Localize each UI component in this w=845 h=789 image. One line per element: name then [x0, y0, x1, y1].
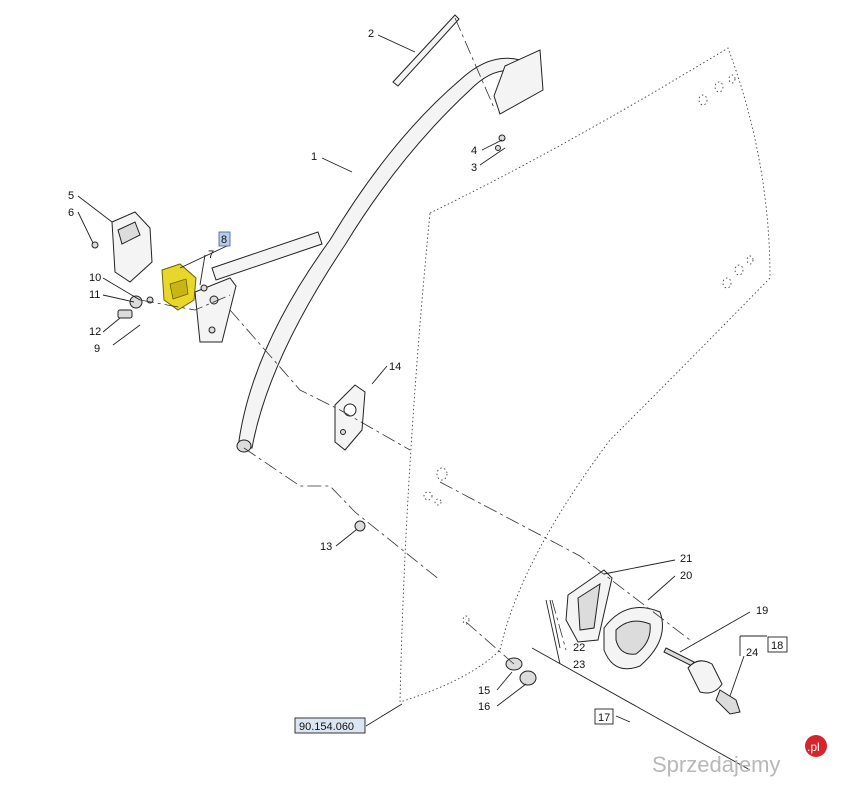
- callout-22: 22: [573, 642, 585, 654]
- callout-24: 24: [746, 647, 758, 659]
- callout-16: 16: [478, 701, 490, 713]
- callout-8-highlight: [218, 231, 231, 247]
- lock-plate: [194, 277, 237, 343]
- callout-17: 17: [598, 712, 610, 724]
- glass-holes-upper: [423, 74, 754, 625]
- callout-21: 21: [680, 553, 692, 565]
- reference-code-box: [294, 717, 366, 734]
- watermark-suffix: .pl: [807, 740, 820, 754]
- callout-11: 11: [89, 289, 100, 301]
- watermark-text: Sprzedajemy: [652, 752, 780, 777]
- callout-5: 5: [68, 190, 74, 202]
- callout-20: 20: [680, 570, 692, 582]
- key: [715, 689, 741, 715]
- callout-8: 8: [221, 234, 227, 246]
- callout-18-box: [767, 636, 788, 653]
- callout-12: 12: [89, 326, 101, 338]
- callout-17-box: [594, 708, 614, 725]
- handrail-bracket-plate: [493, 49, 544, 115]
- callout-9: 9: [94, 343, 100, 355]
- callout-14: 14: [389, 361, 401, 373]
- callout-10: 10: [89, 272, 101, 284]
- assembly-axes: [139, 294, 691, 665]
- door-glass-outline: [399, 47, 771, 703]
- callout-3: 3: [471, 162, 477, 174]
- handrail-crossbar: [211, 231, 323, 281]
- mount-plate: [334, 384, 366, 451]
- lock-spring: [663, 647, 695, 667]
- callout-1: 1: [311, 151, 317, 163]
- hinge-bracket: [111, 211, 153, 283]
- callout-15: 15: [478, 685, 490, 697]
- lock-cylinder: [687, 660, 723, 694]
- watermark-badge: [805, 735, 827, 757]
- callout-leaders: [77, 34, 767, 771]
- callout-13: 13: [320, 541, 332, 553]
- gas-strut: [392, 14, 460, 87]
- reference-code: 90.154.060: [299, 721, 354, 733]
- callout-18: 18: [771, 640, 783, 652]
- handrail-end: [236, 439, 252, 453]
- callouts: 1 2 3 4 5 6 7 8 9 10 11 12 13 14 15 16 1…: [68, 28, 788, 725]
- callout-6: 6: [68, 207, 74, 219]
- watermark: Sprzedajemy .pl: [652, 735, 827, 777]
- callout-23: 23: [573, 659, 585, 671]
- washer: [354, 520, 366, 532]
- callout-4: 4: [471, 145, 477, 157]
- callout-19: 19: [756, 605, 768, 617]
- callout-7: 7: [208, 249, 214, 261]
- callout-2: 2: [368, 28, 374, 40]
